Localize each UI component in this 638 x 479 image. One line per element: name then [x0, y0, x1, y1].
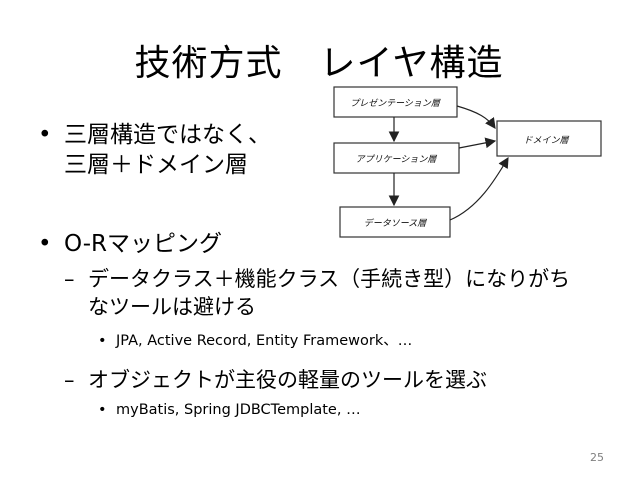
- sub-text-avoid-1: データクラス＋機能クラス（手続き型）になりがち: [88, 267, 571, 291]
- dash-marker: –: [64, 267, 75, 291]
- datasource-layer-box: [339, 206, 451, 238]
- bullet-text-or-mapping: O-Rマッピング: [64, 231, 223, 257]
- bullet-text-three-tier-1: 三層構造ではなく、: [64, 122, 271, 148]
- datasource-layer-label: データソース層: [364, 218, 428, 229]
- presentation-layer-box: [333, 86, 458, 118]
- sub-item-light-orm: myBatis, Spring JDBCTemplate, …: [116, 402, 361, 418]
- bullet-marker: •: [38, 122, 52, 148]
- bullet-text-three-tier-2: 三層＋ドメイン層: [64, 152, 248, 178]
- slide-title: 技術方式 レイヤ構造: [134, 43, 504, 84]
- sub-text-avoid-2: なツールは避ける: [88, 295, 256, 319]
- arrow-application-to-domain: [458, 137, 497, 149]
- arrow-datasource-to-domain: [449, 156, 509, 221]
- domain-layer-box: [496, 120, 602, 157]
- dash-marker: –: [64, 368, 75, 392]
- sub-item-heavy-orm: JPA, Active Record, Entity Framework、…: [116, 333, 413, 349]
- sub-text-lightweight: オブジェクトが主役の軽量のツールを選ぶ: [88, 368, 487, 392]
- bullet-marker: •: [98, 333, 107, 349]
- arrow-presentation-to-domain: [456, 105, 496, 129]
- presentation-layer-label: プレゼンテーション層: [350, 98, 441, 109]
- bullet-marker: •: [38, 231, 52, 257]
- application-layer-box: [333, 142, 460, 174]
- domain-layer-label: ドメイン層: [523, 135, 569, 146]
- bullet-marker: •: [98, 402, 107, 418]
- page-number: 25: [590, 451, 604, 464]
- application-layer-label: アプリケーション層: [356, 154, 438, 165]
